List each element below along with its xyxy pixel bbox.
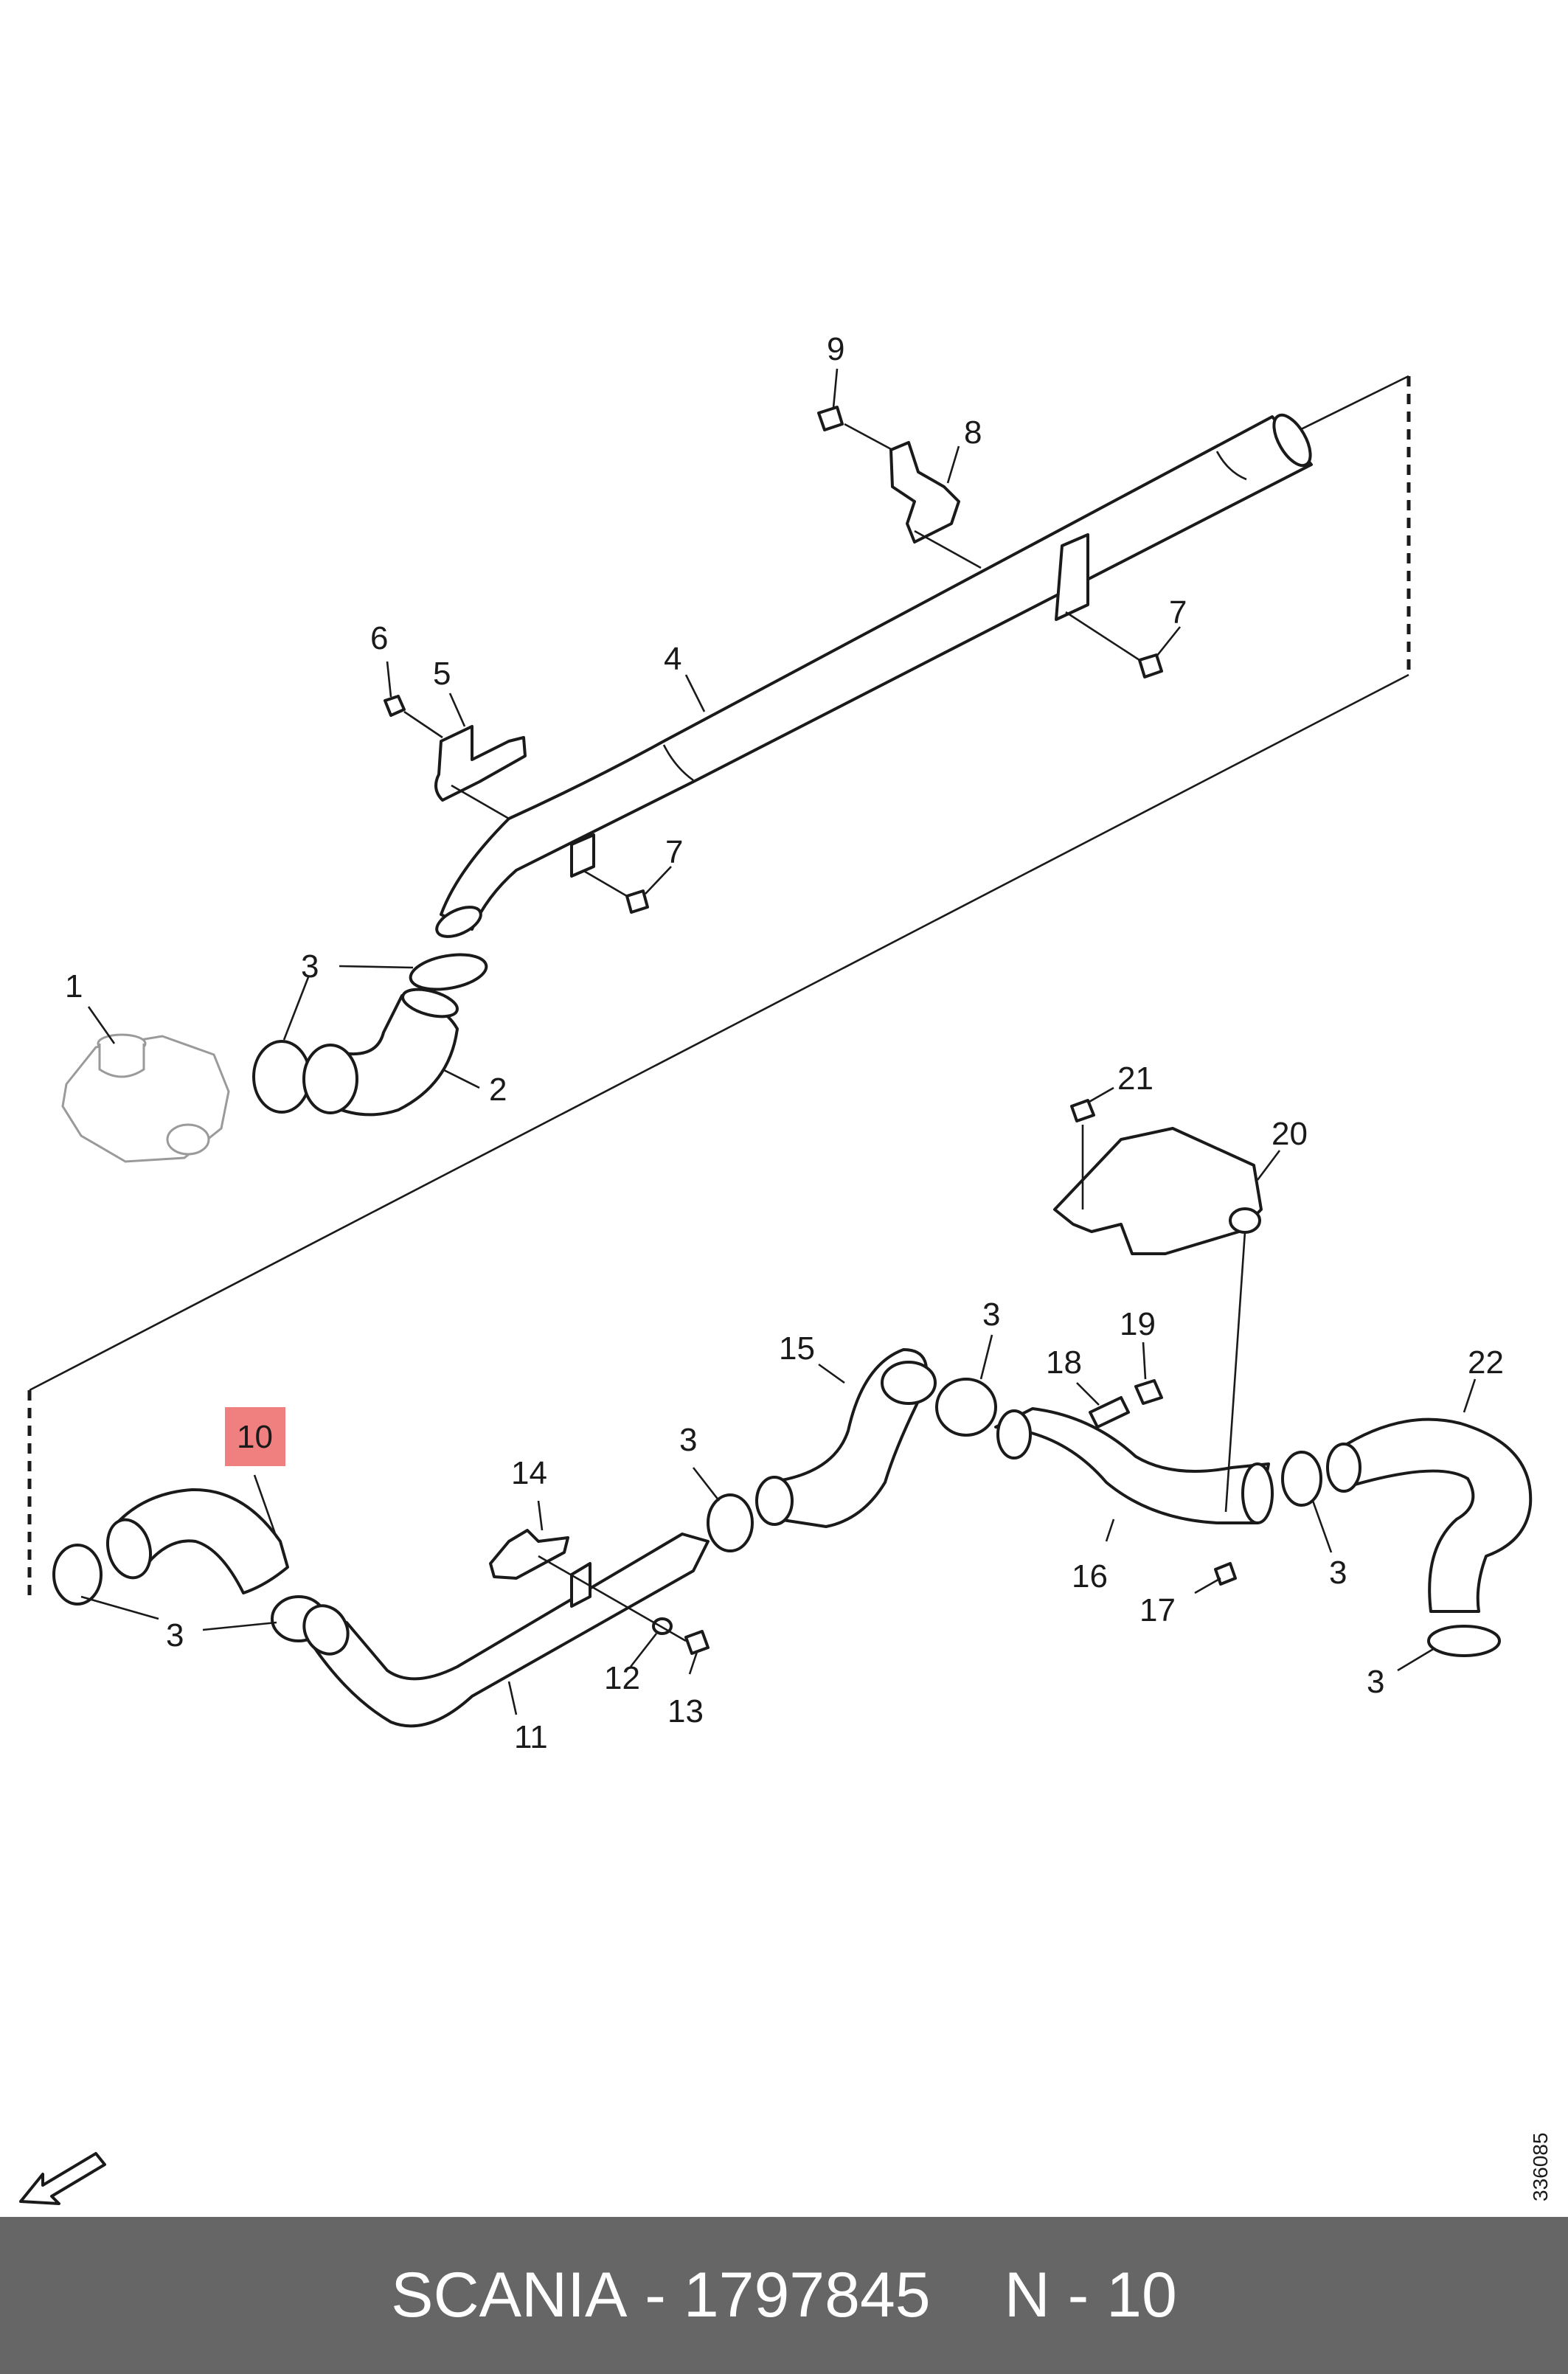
part-11-pipe (302, 1533, 710, 1728)
callout-22: 22 (1468, 1344, 1504, 1381)
footer-bar: SCANIA - 1797845 N - 10 (0, 2217, 1568, 2374)
callout-3: 3 (301, 948, 319, 985)
callout-11: 11 (514, 1719, 548, 1755)
part-4-upper-pipe (435, 413, 1313, 938)
callout-4: 4 (664, 641, 681, 677)
position-code: N - 10 (1004, 2260, 1177, 2330)
part-2-elbow-hose (302, 988, 459, 1117)
callout-16: 16 (1072, 1558, 1108, 1594)
callout-labels: 1 2 3 3 4 5 6 7 7 8 9 10 11 12 13 14 15 … (65, 331, 1504, 1755)
callout-17: 17 (1139, 1592, 1176, 1628)
part-22-hose (1326, 1417, 1533, 1613)
part-5-bracket (403, 710, 527, 820)
callout-9: 9 (827, 331, 844, 367)
part-16-pipe (994, 1407, 1274, 1524)
part-8-bracket (844, 423, 982, 569)
callout-13: 13 (667, 1693, 704, 1729)
part-6-bolt (384, 695, 406, 717)
part-7-bolt-upper (1065, 611, 1163, 678)
parts-diagram: 1 2 3 3 4 5 6 7 7 8 9 10 11 12 13 14 15 … (19, 331, 1552, 2205)
part-20-bracket (1053, 1127, 1263, 1513)
part-3-clamp-right (1281, 1451, 1501, 1657)
brand-name: SCANIA (391, 2260, 628, 2330)
callout-3: 3 (1367, 1664, 1384, 1700)
callout-5: 5 (433, 656, 451, 692)
part-3-clamp-upper (252, 953, 488, 1114)
callout-3: 3 (1329, 1555, 1347, 1591)
callout-1: 1 (65, 968, 83, 1004)
callout-3: 3 (166, 1617, 184, 1653)
direction-arrow-icon (19, 2152, 106, 2205)
callout-8: 8 (964, 414, 982, 451)
callout-6: 6 (370, 620, 388, 656)
part-10-hose (106, 1488, 289, 1594)
part-13-nut (538, 1555, 710, 1655)
part-3-clamp-mid (707, 1493, 754, 1552)
callout-2: 2 (489, 1072, 507, 1108)
part-1-housing (61, 1033, 230, 1163)
part-number: 1797845 (683, 2260, 931, 2330)
drawing-code: 336085 (1529, 2133, 1552, 2201)
callout-3: 3 (982, 1297, 1000, 1333)
footer-dash: - (645, 2260, 666, 2330)
callout-19: 19 (1120, 1306, 1156, 1342)
part-14-bracket (489, 1529, 592, 1608)
part-7-bolt-lower (582, 869, 649, 914)
part-9-bolt (817, 406, 844, 431)
callout-3: 3 (679, 1422, 697, 1458)
part-19-plug (1134, 1379, 1163, 1405)
callout-7: 7 (1169, 594, 1187, 631)
part-17-nut (1214, 1562, 1237, 1586)
callout-14: 14 (511, 1455, 547, 1491)
part-15-hose (755, 1348, 937, 1528)
callout-20: 20 (1272, 1116, 1308, 1152)
callout-12: 12 (604, 1660, 640, 1696)
highlight-box (225, 1407, 285, 1466)
leader-lines (80, 368, 1477, 1715)
assembly-frame (27, 375, 1411, 1597)
callout-21: 21 (1117, 1061, 1154, 1097)
callout-15: 15 (779, 1330, 815, 1367)
part-21-nut (1070, 1099, 1095, 1209)
part-3-clamp-center (935, 1378, 997, 1437)
callout-10: 10 (237, 1419, 273, 1455)
part-18-sensor (1089, 1396, 1130, 1429)
callout-18: 18 (1046, 1344, 1082, 1381)
callout-7: 7 (665, 834, 683, 870)
